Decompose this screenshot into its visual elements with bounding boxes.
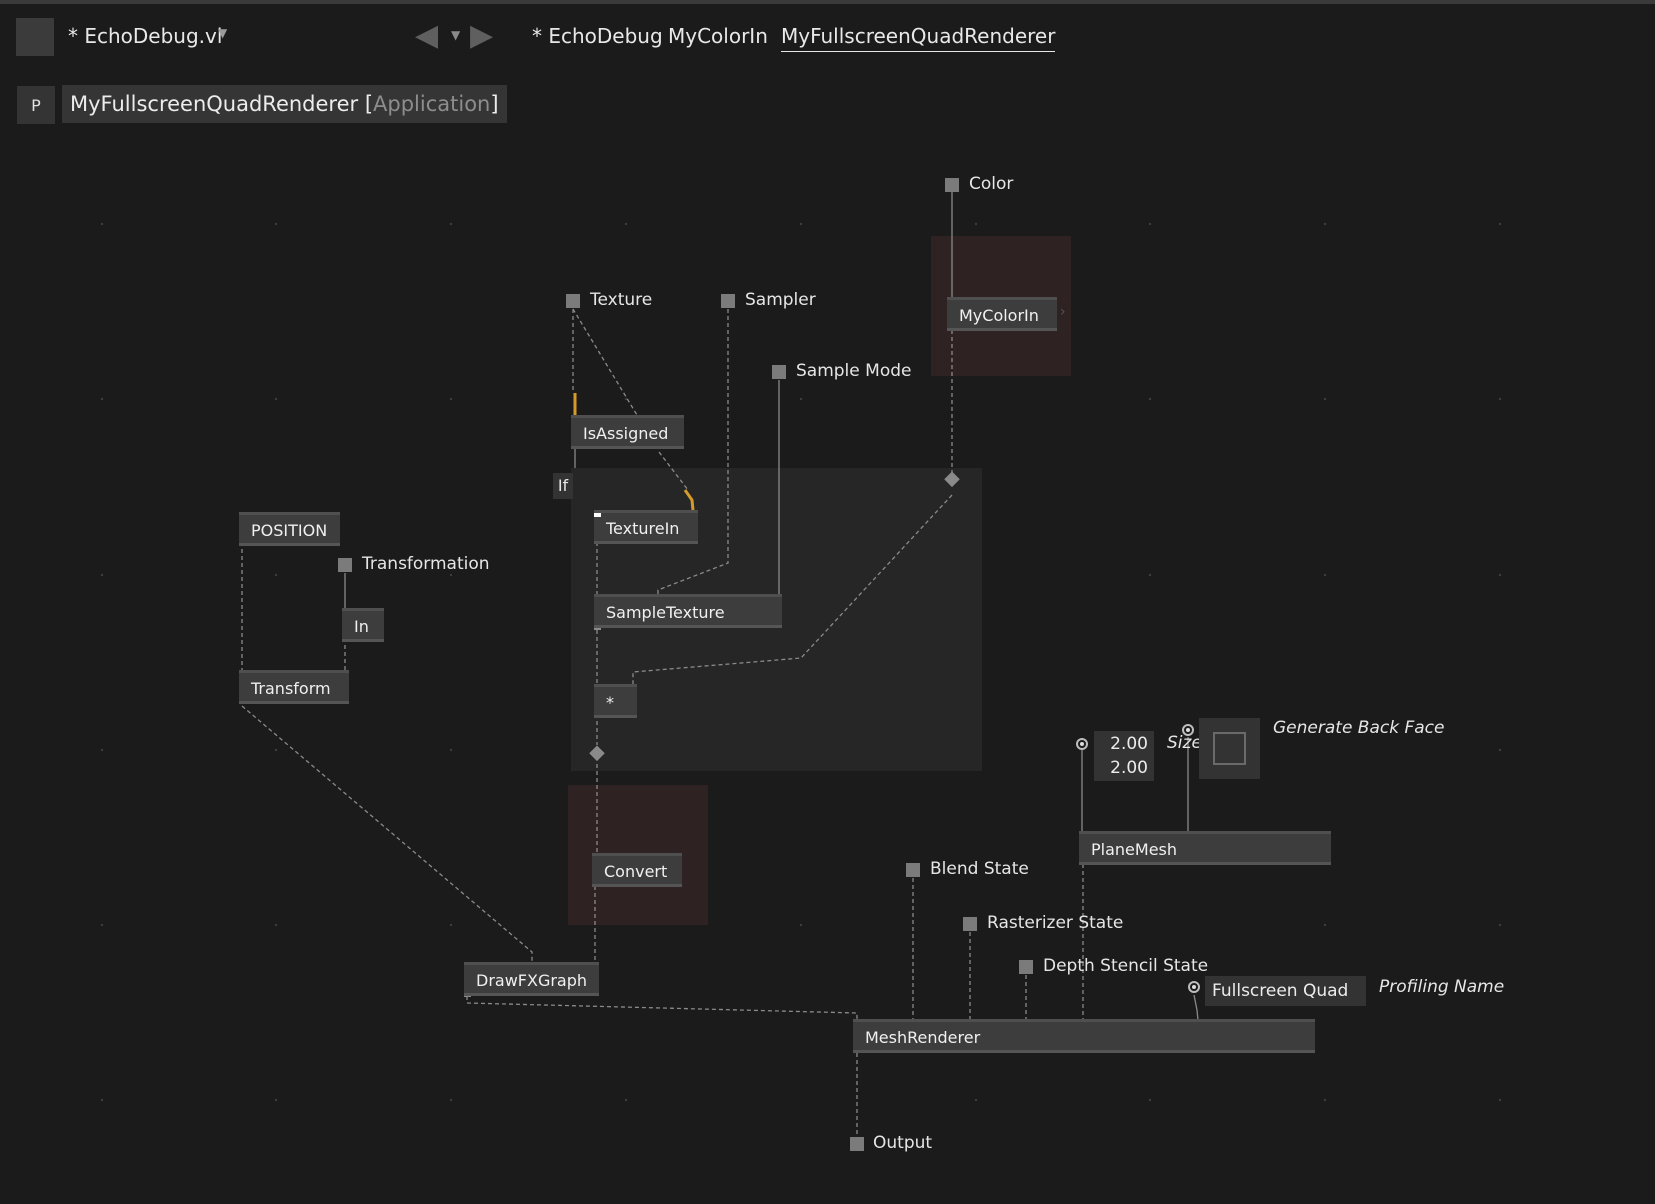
checkbox-icon[interactable] bbox=[1213, 732, 1246, 765]
pad-texture[interactable] bbox=[566, 294, 580, 308]
control-points bbox=[589, 471, 960, 762]
node-transform[interactable]: Transform bbox=[239, 670, 349, 704]
patch-title[interactable]: MyFullscreenQuadRenderer [Application] bbox=[62, 85, 507, 123]
node-if-label[interactable]: If bbox=[553, 473, 573, 499]
orange-links bbox=[573, 393, 695, 511]
profiling-name-pin-icon[interactable] bbox=[1188, 981, 1200, 993]
node-isassigned[interactable]: IsAssigned bbox=[571, 415, 684, 449]
pad-blend-state-label: Blend State bbox=[930, 859, 1029, 879]
pad-texture-label: Texture bbox=[590, 290, 653, 310]
size-pin-icon[interactable] bbox=[1076, 738, 1088, 750]
tab-echodebug[interactable]: * EchoDebug bbox=[532, 24, 663, 48]
link-isassigned-texturein-highlight bbox=[683, 489, 695, 511]
patch-bracket-open: [ bbox=[358, 92, 374, 116]
pad-output[interactable] bbox=[850, 1137, 864, 1151]
pad-depth-stencil-state[interactable] bbox=[1019, 960, 1033, 974]
node-in[interactable]: In bbox=[342, 608, 384, 642]
link-transform-drawfxgraph bbox=[241, 705, 533, 962]
node-meshrenderer[interactable]: MeshRenderer bbox=[853, 1019, 1315, 1053]
link-profilingname-meshrenderer bbox=[1193, 994, 1199, 1021]
tab-myfullscreenquadrenderer[interactable]: MyFullscreenQuadRenderer bbox=[781, 24, 1056, 52]
pad-sampler-label: Sampler bbox=[745, 290, 816, 310]
generate-back-face-label: Generate Back Face bbox=[1273, 718, 1445, 738]
link-sampler-sampletexture bbox=[657, 309, 729, 597]
nav-forward-icon[interactable]: ▶ bbox=[470, 18, 494, 53]
pad-sample-mode[interactable] bbox=[772, 365, 786, 379]
profiling-name-iobox[interactable]: Fullscreen Quad bbox=[1205, 976, 1366, 1006]
size-y-value[interactable]: 2.00 bbox=[1110, 758, 1148, 778]
document-dropdown-icon[interactable]: ▼ bbox=[218, 26, 228, 40]
profiling-name-label: Profiling Name bbox=[1379, 977, 1505, 997]
node-convert[interactable]: Convert bbox=[592, 853, 682, 887]
link-texture-if bbox=[572, 308, 638, 416]
document-icon[interactable] bbox=[16, 18, 54, 56]
pad-color[interactable] bbox=[945, 178, 959, 192]
generate-back-face-pin-icon[interactable] bbox=[1182, 724, 1194, 736]
patch-name: MyFullscreenQuadRenderer bbox=[70, 92, 359, 116]
grid-dots bbox=[100, 222, 1502, 1102]
node-position[interactable]: POSITION bbox=[239, 512, 340, 546]
links bbox=[241, 192, 1199, 1136]
nav-history-dropdown-icon[interactable]: ▼ bbox=[451, 28, 461, 42]
node-multiply[interactable]: * bbox=[594, 684, 637, 718]
pad-blend-state[interactable] bbox=[906, 863, 920, 877]
pad-transformation-label: Transformation bbox=[362, 554, 490, 574]
size-iobox[interactable]: 2.00 2.00 bbox=[1094, 731, 1154, 781]
link-drawfxgraph-meshrenderer bbox=[466, 996, 858, 1020]
window-top-border bbox=[0, 0, 1655, 4]
pad-rasterizer-state-label: Rasterizer State bbox=[987, 913, 1124, 933]
pad-sampler[interactable] bbox=[721, 294, 735, 308]
pad-rasterizer-state[interactable] bbox=[963, 917, 977, 931]
node-texturein[interactable]: TextureIn bbox=[594, 510, 698, 544]
patch-bracket-close: ] bbox=[490, 92, 499, 116]
patch-badge[interactable]: P bbox=[17, 86, 55, 124]
link-isassigned-texturein bbox=[658, 451, 689, 491]
node-planemesh[interactable]: PlaneMesh bbox=[1079, 831, 1331, 865]
document-title[interactable]: * EchoDebug.vl bbox=[68, 24, 223, 48]
if-output-diamond bbox=[944, 471, 960, 488]
node-drawfxgraph[interactable]: DrawFXGraph bbox=[464, 962, 599, 996]
profiling-name-value[interactable]: Fullscreen Quad bbox=[1212, 981, 1349, 1001]
texturein-marker bbox=[594, 513, 601, 517]
pad-sample-mode-label: Sample Mode bbox=[796, 361, 912, 381]
pad-depth-stencil-state-label: Depth Stencil State bbox=[1043, 956, 1209, 976]
tab-mycolorin[interactable]: MyColorIn bbox=[668, 24, 768, 48]
size-label: Size bbox=[1167, 733, 1202, 753]
nav-back-icon[interactable]: ◀ bbox=[415, 18, 439, 53]
pad-output-label: Output bbox=[873, 1133, 933, 1153]
pad-transformation[interactable] bbox=[338, 558, 352, 572]
generate-back-face-toggle[interactable] bbox=[1199, 718, 1260, 779]
node-mycolorin[interactable]: MyColorIn bbox=[947, 297, 1057, 331]
patch-category: Application bbox=[373, 92, 491, 116]
size-x-value[interactable]: 2.00 bbox=[1110, 734, 1148, 754]
pad-color-label: Color bbox=[969, 174, 1014, 194]
node-sampletexture[interactable]: SampleTexture bbox=[594, 594, 782, 628]
node-mycolorin-expand-icon[interactable]: › bbox=[1060, 304, 1066, 320]
node-pins bbox=[239, 297, 1314, 1053]
if-bottom-diamond bbox=[589, 745, 605, 762]
